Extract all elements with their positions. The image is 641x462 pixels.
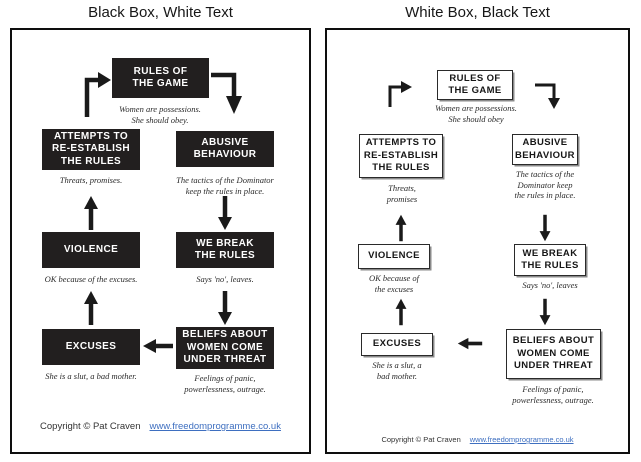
caption-violence: OK because of the excuses. (44, 274, 138, 284)
node-beliefs-about-women: BELIEFS ABOUT WOMEN COME UNDER THREAT (176, 327, 274, 369)
caption-we-break: Says 'no', leaves. (196, 274, 254, 284)
caption-rules: Women are possessions. She should obey (435, 103, 517, 124)
copyright-text: Copyright © Pat Craven (40, 421, 141, 432)
node-rules-of-the-game: RULES OF THE GAME (112, 58, 209, 98)
node-we-break-the-rules: WE BREAK THE RULES (514, 244, 586, 276)
freedom-programme-link[interactable]: www.freedomprogramme.co.uk (469, 435, 574, 444)
arrow-elbow-up-right-icon (388, 81, 412, 107)
caption-beliefs: Feelings of panic, powerlessness, outrag… (512, 384, 594, 405)
arrow-left-icon (457, 337, 483, 350)
black-box-diagram-panel: RULES OF THE GAME Women are possessions.… (10, 28, 311, 454)
node-excuses: EXCUSES (361, 333, 433, 356)
copyright-line: Copyright © Pat Craven www.freedomprogra… (12, 421, 309, 432)
arrow-down-icon (218, 196, 232, 230)
caption-excuses: She is a slut, a bad mother. (372, 360, 422, 381)
caption-attempts: Threats, promises (386, 183, 418, 204)
node-rules-of-the-game: RULES OF THE GAME (437, 70, 513, 100)
arrow-left-icon (143, 339, 173, 353)
left-panel-title: Black Box, White Text (88, 4, 233, 21)
arrow-elbow-right-down-icon (535, 83, 560, 109)
arrow-elbow-right-down-icon (211, 72, 242, 114)
arrow-up-icon (84, 196, 98, 230)
caption-attempts: Threats, promises. (59, 175, 123, 185)
node-abusive-behaviour: ABUSIVE BEHAVIOUR (512, 134, 578, 165)
node-attempts-to-reestablish: ATTEMPTS TO RE-ESTABLISH THE RULES (42, 129, 140, 170)
copyright-line: Copyright © Pat Craven www.freedomprogra… (327, 435, 628, 444)
node-attempts-to-reestablish: ATTEMPTS TO RE-ESTABLISH THE RULES (359, 134, 443, 178)
right-panel-title: White Box, Black Text (405, 4, 550, 21)
caption-abusive: The tactics of the Dominator keep the ru… (176, 175, 274, 196)
arrow-down-icon (539, 298, 551, 326)
node-beliefs-about-women: BELIEFS ABOUT WOMEN COME UNDER THREAT (506, 329, 601, 379)
caption-we-break: Says 'no', leaves (522, 280, 578, 290)
arrow-up-icon (395, 298, 407, 326)
arrow-up-icon (84, 291, 98, 325)
caption-excuses: She is a slut, a bad mother. (45, 371, 137, 381)
node-violence: VIOLENCE (42, 232, 140, 268)
arrow-elbow-up-right-icon (84, 72, 111, 117)
freedom-programme-link[interactable]: www.freedomprogramme.co.uk (149, 421, 281, 432)
caption-beliefs: Feelings of panic, powerlessness, outrag… (184, 373, 266, 394)
node-we-break-the-rules: WE BREAK THE RULES (176, 232, 274, 268)
node-abusive-behaviour: ABUSIVE BEHAVIOUR (176, 131, 274, 167)
arrow-down-icon (539, 214, 551, 242)
caption-rules: Women are possessions. She should obey. (119, 104, 201, 125)
node-excuses: EXCUSES (42, 329, 140, 365)
white-box-diagram-panel: RULES OF THE GAME Women are possessions.… (325, 28, 630, 454)
copyright-text: Copyright © Pat Craven (381, 435, 461, 444)
caption-abusive: The tactics of the Dominator keep the ru… (514, 169, 576, 200)
caption-violence: OK because of the excuses (368, 273, 420, 294)
node-violence: VIOLENCE (358, 244, 430, 269)
arrow-down-icon (218, 291, 232, 325)
arrow-up-icon (395, 214, 407, 242)
